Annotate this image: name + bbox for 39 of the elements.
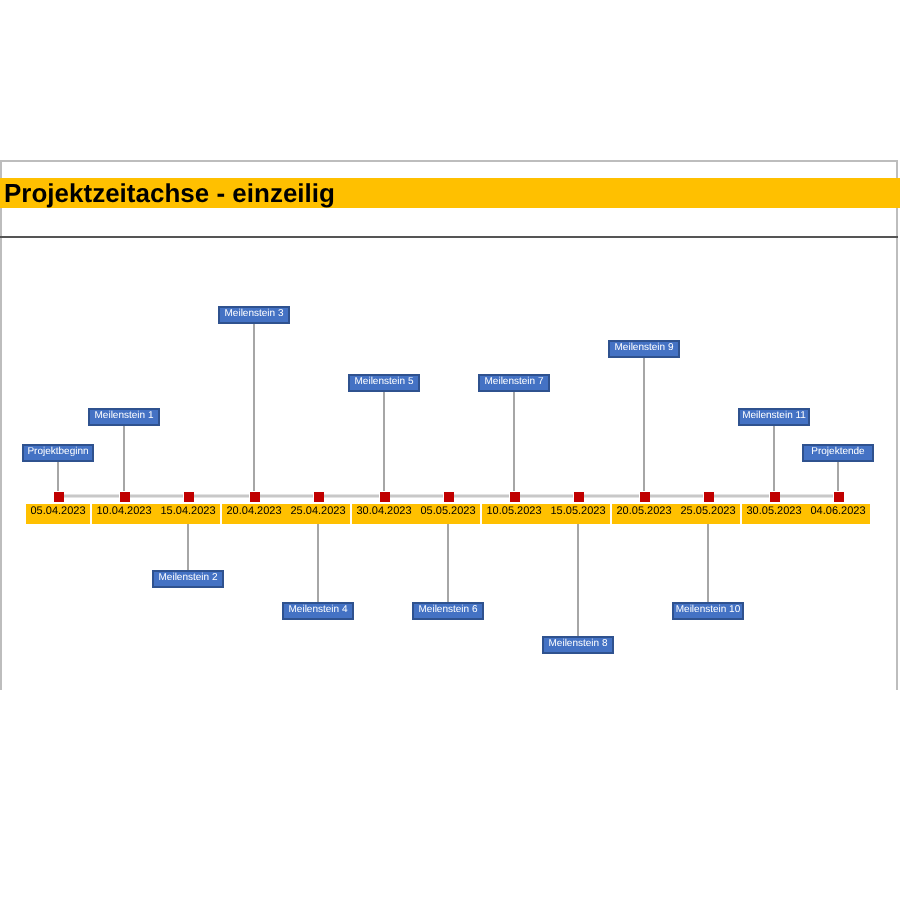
leader-line [383,391,385,492]
milestone-marker [833,491,843,501]
milestone-marker [313,491,323,501]
leader-line [513,391,515,492]
timeline-segment [519,494,573,498]
timeline-segment [129,494,183,498]
leader-line [643,357,645,492]
leader-line [707,523,709,603]
milestone-marker [119,491,129,501]
leader-line [447,523,449,603]
timeline-segment [583,494,639,498]
milestone-marker [53,491,63,501]
timeline-segment [713,494,769,498]
leader-line [837,461,839,492]
milestone-marker [703,491,713,501]
timeline-segment [779,494,833,498]
timeline-segment [323,494,379,498]
timeline-segment [259,494,313,498]
milestone-marker [573,491,583,501]
timeline-segment [453,494,509,498]
leader-line [123,425,125,492]
leader-line [577,523,579,637]
milestone-marker [639,491,649,501]
milestone-marker [249,491,259,501]
leader-line [57,461,59,492]
milestone-marker [379,491,389,501]
milestone-marker [769,491,779,501]
leader-line [317,523,319,603]
leader-line [253,323,255,492]
milestone-marker [509,491,519,501]
leader-line [187,523,189,571]
timeline-segment [649,494,703,498]
timeline-segment [193,494,249,498]
timeline-segment [389,494,443,498]
milestone-marker [183,491,193,501]
title: Projektzeitachse - einzeilig [4,180,335,206]
timeline-segment [63,494,119,498]
milestone-marker [443,491,453,501]
leader-line [773,425,775,492]
